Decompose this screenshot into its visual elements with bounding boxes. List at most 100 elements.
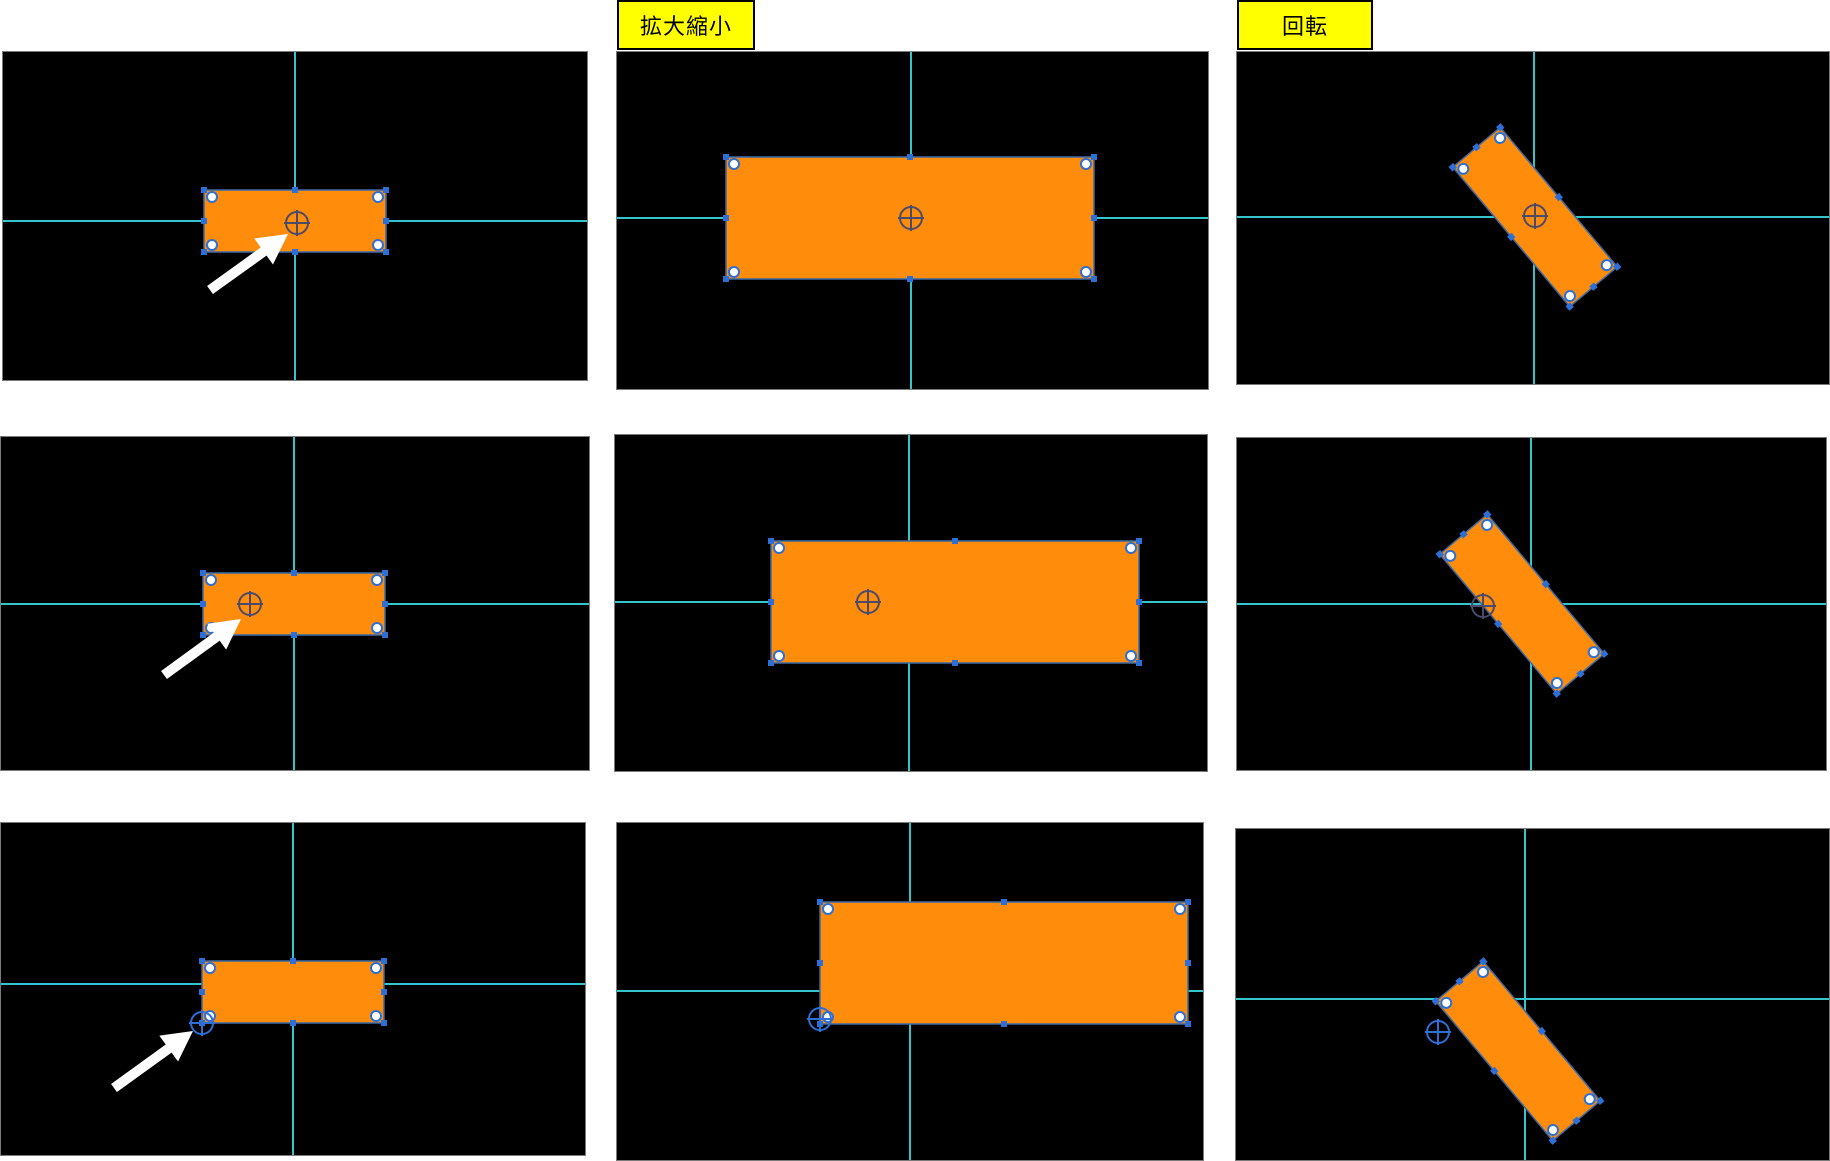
- corner-radius-icon: [1440, 996, 1453, 1009]
- square-handle-icon[interactable]: [199, 958, 205, 964]
- square-handle-icon[interactable]: [292, 187, 298, 193]
- canvas-rotated-center-anchor[interactable]: [1236, 51, 1830, 385]
- square-handle-icon[interactable]: [1552, 689, 1561, 698]
- canvas-rotated-bottom-left-anchor[interactable]: [1235, 828, 1830, 1161]
- square-handle-icon[interactable]: [768, 599, 774, 605]
- square-handle-icon[interactable]: [290, 1020, 296, 1026]
- square-handle-icon[interactable]: [1479, 957, 1488, 966]
- square-handle-icon[interactable]: [381, 958, 387, 964]
- square-handle-icon[interactable]: [382, 570, 388, 576]
- shape-group: [200, 570, 388, 638]
- corner-radius-icon: [1125, 650, 1137, 662]
- square-handle-icon[interactable]: [200, 632, 206, 638]
- square-handle-icon[interactable]: [1496, 123, 1505, 132]
- square-handle-icon[interactable]: [1613, 262, 1622, 272]
- square-handle-icon[interactable]: [1548, 1136, 1557, 1145]
- square-handle-icon[interactable]: [200, 570, 206, 576]
- square-handle-icon[interactable]: [381, 1020, 387, 1026]
- square-handle-icon[interactable]: [1001, 899, 1007, 905]
- canvas-rotated-left-anchor[interactable]: [1236, 437, 1827, 771]
- square-handle-icon[interactable]: [292, 249, 298, 255]
- canvas-original-bottom-left-anchor[interactable]: [0, 822, 586, 1156]
- canvas-svg: [1237, 52, 1829, 384]
- square-handle-icon[interactable]: [723, 154, 729, 160]
- square-handle-icon[interactable]: [201, 249, 207, 255]
- canvas-original-center-anchor[interactable]: [2, 51, 588, 381]
- square-handle-icon[interactable]: [383, 249, 389, 255]
- square-handle-icon[interactable]: [1572, 1116, 1581, 1125]
- corner-radius-icon: [1587, 646, 1600, 659]
- corner-radius-icon: [1563, 290, 1576, 303]
- canvas-svg: [617, 52, 1208, 389]
- square-handle-icon[interactable]: [1455, 977, 1464, 986]
- square-handle-icon[interactable]: [1490, 1066, 1499, 1076]
- square-handle-icon[interactable]: [291, 570, 297, 576]
- square-handle-icon[interactable]: [1459, 530, 1468, 539]
- square-handle-icon[interactable]: [201, 187, 207, 193]
- square-handle-icon[interactable]: [1091, 215, 1097, 221]
- square-handle-icon[interactable]: [1472, 143, 1481, 152]
- square-handle-icon[interactable]: [907, 276, 913, 282]
- square-handle-icon[interactable]: [1185, 1021, 1191, 1027]
- crosshair-circle-icon: [1522, 203, 1548, 229]
- square-handle-icon[interactable]: [723, 215, 729, 221]
- square-handle-icon[interactable]: [383, 218, 389, 224]
- square-handle-icon[interactable]: [383, 187, 389, 193]
- square-handle-icon[interactable]: [1136, 599, 1142, 605]
- canvas-scaled-left-anchor[interactable]: [614, 434, 1208, 772]
- shape-group: [1431, 957, 1605, 1145]
- square-handle-icon[interactable]: [1448, 162, 1457, 172]
- square-handle-icon[interactable]: [1565, 302, 1574, 311]
- square-handle-icon[interactable]: [1537, 1026, 1546, 1036]
- square-handle-icon[interactable]: [1435, 549, 1444, 559]
- square-handle-icon[interactable]: [1596, 1096, 1605, 1106]
- canvas-scaled-center-anchor[interactable]: [616, 51, 1209, 390]
- square-handle-icon[interactable]: [199, 989, 205, 995]
- square-handle-icon[interactable]: [290, 958, 296, 964]
- square-handle-icon[interactable]: [1483, 510, 1492, 519]
- corner-radius-icon: [371, 574, 383, 586]
- square-handle-icon[interactable]: [1001, 1021, 1007, 1027]
- canvas-svg: [1237, 438, 1826, 770]
- square-handle-icon[interactable]: [1589, 282, 1598, 291]
- square-handle-icon[interactable]: [952, 538, 958, 544]
- square-handle-icon[interactable]: [1091, 276, 1097, 282]
- square-handle-icon[interactable]: [1494, 619, 1503, 629]
- square-handle-icon[interactable]: [1507, 232, 1516, 242]
- square-handle-icon[interactable]: [201, 218, 207, 224]
- canvas-original-left-anchor[interactable]: [0, 436, 590, 771]
- canvas-scaled-bottom-left-anchor[interactable]: [616, 822, 1204, 1161]
- square-handle-icon[interactable]: [817, 960, 823, 966]
- corner-radius-icon: [1080, 158, 1092, 170]
- square-handle-icon[interactable]: [1600, 649, 1609, 659]
- square-handle-icon[interactable]: [1091, 154, 1097, 160]
- square-handle-icon[interactable]: [907, 154, 913, 160]
- square-handle-icon[interactable]: [1185, 960, 1191, 966]
- square-handle-icon[interactable]: [382, 632, 388, 638]
- square-handle-icon[interactable]: [952, 660, 958, 666]
- corner-radius-icon: [370, 962, 382, 974]
- square-handle-icon[interactable]: [1136, 660, 1142, 666]
- corner-radius-icon: [1444, 549, 1457, 562]
- square-handle-icon[interactable]: [200, 601, 206, 607]
- square-handle-icon[interactable]: [1576, 669, 1585, 678]
- square-handle-icon[interactable]: [291, 632, 297, 638]
- corner-radius-icon: [204, 962, 216, 974]
- square-handle-icon[interactable]: [382, 601, 388, 607]
- square-handle-icon[interactable]: [1185, 899, 1191, 905]
- crosshair-circle-icon: [898, 205, 924, 231]
- canvas-svg: [1, 823, 585, 1155]
- corner-radius-icon: [1477, 965, 1490, 978]
- square-handle-icon[interactable]: [817, 899, 823, 905]
- square-handle-icon[interactable]: [381, 989, 387, 995]
- corner-radius-icon: [206, 239, 218, 251]
- square-handle-icon[interactable]: [1554, 192, 1563, 202]
- square-handle-icon[interactable]: [1136, 538, 1142, 544]
- square-handle-icon[interactable]: [768, 660, 774, 666]
- square-handle-icon[interactable]: [1541, 579, 1550, 589]
- square-handle-icon[interactable]: [1431, 996, 1440, 1006]
- white-arrow-icon: [111, 1030, 194, 1093]
- square-handle-icon[interactable]: [723, 276, 729, 282]
- rotate-label: 回転: [1237, 0, 1373, 50]
- square-handle-icon[interactable]: [768, 538, 774, 544]
